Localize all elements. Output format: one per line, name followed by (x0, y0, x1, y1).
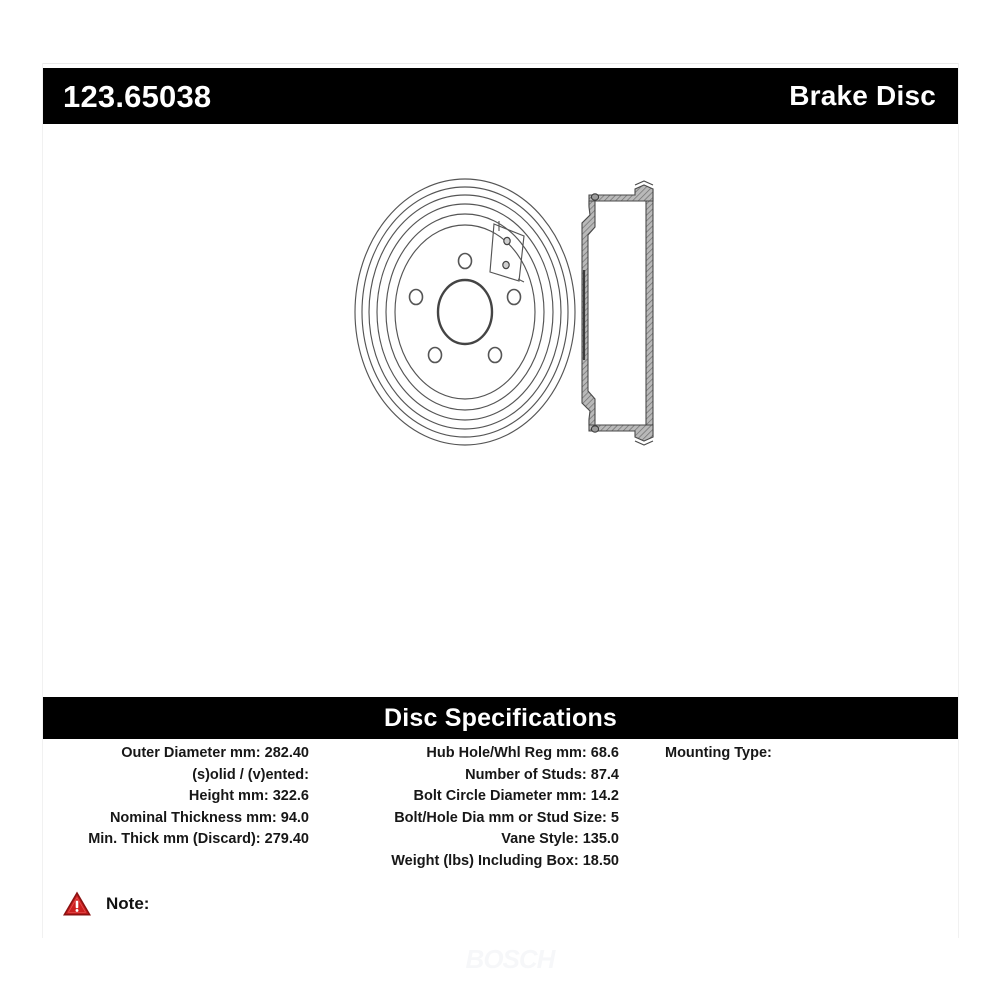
spec-label: Height mm: (188, 788, 269, 804)
spec-value: 87.4 (590, 766, 619, 783)
stud-hole-group (408, 252, 522, 364)
top-boss (590, 193, 600, 201)
spec-label: Nominal Thickness mm: (109, 809, 277, 826)
spec-row: (s)olid / (v)ented: (43, 765, 309, 787)
spec-label: Min. Thick mm (Discard): (88, 831, 261, 847)
spec-value: 5 (610, 809, 619, 826)
spec-row: Height mm: 322.6 (43, 786, 309, 808)
product-header-bar: 123.65038 Brake Disc (43, 68, 958, 124)
spec-value: 18.50 (582, 852, 619, 869)
note-row: Note: (62, 890, 163, 917)
spec-value: 282.40 (264, 745, 309, 761)
spec-column-left: Outer Diameter mm: 282.40 (s)olid / (v)e… (43, 743, 315, 851)
spec-label: Weight (lbs) Including Box: (391, 852, 579, 869)
product-type-title: Brake Disc (789, 80, 936, 111)
spec-label: Vane Style: (501, 831, 579, 847)
bottom-boss (590, 425, 600, 433)
spec-value: 14.2 (590, 788, 619, 804)
spec-column-middle: Hub Hole/Whl Reg mm: 68.6 Number of Stud… (315, 743, 625, 872)
spec-row: Number of Studs: 87.4 (315, 765, 619, 787)
spec-row: Vane Style: 135.0 (315, 829, 619, 851)
spec-value: 135.0 (582, 831, 619, 847)
disc-specifications-header-bar: Disc Specifications (43, 697, 958, 739)
disc-specifications-body: Outer Diameter mm: 282.40 (s)olid / (v)e… (43, 743, 958, 893)
hub-bore-circle (436, 278, 494, 346)
note-label: Note: (106, 894, 150, 913)
brand-watermark: BOSCH (430, 938, 590, 980)
spec-value: 279.40 (264, 831, 309, 847)
disc-specifications-title: Disc Specifications (383, 703, 618, 732)
spec-label: Bolt Circle Diameter mm: (413, 788, 587, 804)
spec-row: Bolt Circle Diameter mm: 14.2 (315, 786, 619, 808)
spec-label: Hub Hole/Whl Reg mm: (426, 745, 587, 761)
spec-label: (s)olid / (v)ented: (192, 766, 309, 783)
spec-label: Bolt/Hole Dia mm or Stud Size: (394, 809, 607, 826)
warning-triangle-icon (63, 891, 91, 916)
brake-drum-front-view (354, 178, 576, 446)
spec-row: Weight (lbs) Including Box: 18.50 (315, 851, 619, 873)
page-frame-right-rule (958, 63, 959, 938)
product-illustration-area (43, 130, 958, 685)
page-frame-left-rule (42, 63, 43, 938)
spec-label: Mounting Type: (665, 745, 772, 761)
spec-row: Hub Hole/Whl Reg mm: 68.6 (315, 743, 619, 765)
spec-label: Number of Studs: (465, 766, 587, 783)
spec-value: 68.6 (590, 745, 619, 761)
inspection-tab (489, 221, 525, 283)
spec-label: Outer Diameter mm: (121, 745, 261, 761)
part-number: 123.65038 (63, 78, 212, 114)
spec-row: Bolt/Hole Dia mm or Stud Size: 5 (315, 808, 619, 830)
spec-column-right: Mounting Type: (625, 743, 958, 765)
spec-row: Nominal Thickness mm: 94.0 (43, 808, 309, 830)
spec-value: 322.6 (272, 788, 309, 804)
spec-value: 94.0 (280, 809, 309, 826)
page-frame-top-rule (42, 63, 959, 64)
brake-drum-side-profile-view (581, 180, 654, 446)
spec-row: Min. Thick mm (Discard): 279.40 (43, 829, 309, 851)
spec-row: Mounting Type: (665, 743, 958, 765)
spec-row: Outer Diameter mm: 282.40 (43, 743, 309, 765)
